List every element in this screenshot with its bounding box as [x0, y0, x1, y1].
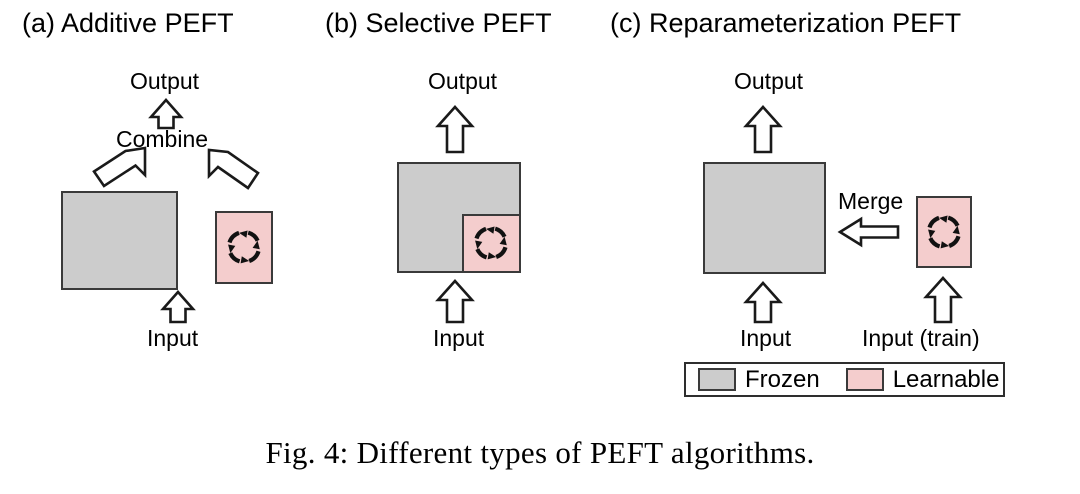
panel-c-input-label: Input — [740, 325, 792, 351]
panel-c-merge-arrow — [837, 216, 900, 248]
panel-c-title: (c) Reparameterization PEFT — [610, 8, 962, 38]
panel-c-output-label: Output — [734, 68, 804, 94]
panel-a-output-arrow — [148, 98, 184, 130]
legend: Frozen Learnable — [684, 362, 1005, 397]
panel-b-input-arrow — [435, 279, 475, 324]
legend-swatch-frozen — [698, 368, 736, 391]
legend-swatch-learnable — [845, 368, 884, 391]
panel-b-output-label: Output — [428, 68, 498, 94]
panel-a-combine-label: Combine — [116, 126, 209, 152]
panel-c-frozen-block — [703, 162, 826, 274]
panel-a-frozen-block — [61, 191, 178, 290]
panel-a-learnable-block — [215, 211, 273, 284]
panel-c-output-arrow — [743, 105, 783, 154]
panel-b-output-arrow — [435, 105, 475, 154]
legend-item-frozen: Frozen — [698, 365, 820, 393]
panel-c-merge-label: Merge — [838, 188, 904, 214]
panel-b-learnable-sub-block — [462, 214, 521, 273]
panel-c-input-arrow — [743, 281, 783, 324]
legend-label-learnable: Learnable — [892, 365, 1000, 393]
panel-a-combine-arrow-right — [207, 148, 260, 190]
legend-label-frozen: Frozen — [745, 365, 820, 393]
panel-a-input-arrow — [160, 290, 196, 324]
figure-caption: Fig. 4: Different types of PEFT algorith… — [265, 435, 815, 470]
panel-b-input-label: Input — [433, 325, 485, 351]
panel-a-output-label: Output — [130, 68, 200, 94]
legend-item-learnable: Learnable — [845, 365, 1000, 393]
panel-a-combine-arrow-left — [92, 146, 147, 188]
panel-c-learnable-block — [916, 196, 972, 268]
panel-b-title: (b) Selective PEFT — [325, 8, 552, 38]
panel-a-title: (a) Additive PEFT — [22, 8, 234, 38]
panel-c-input-train-arrow — [923, 276, 963, 324]
panel-c-input-train-label: Input (train) — [862, 325, 980, 351]
panel-a-input-label: Input — [147, 325, 199, 351]
